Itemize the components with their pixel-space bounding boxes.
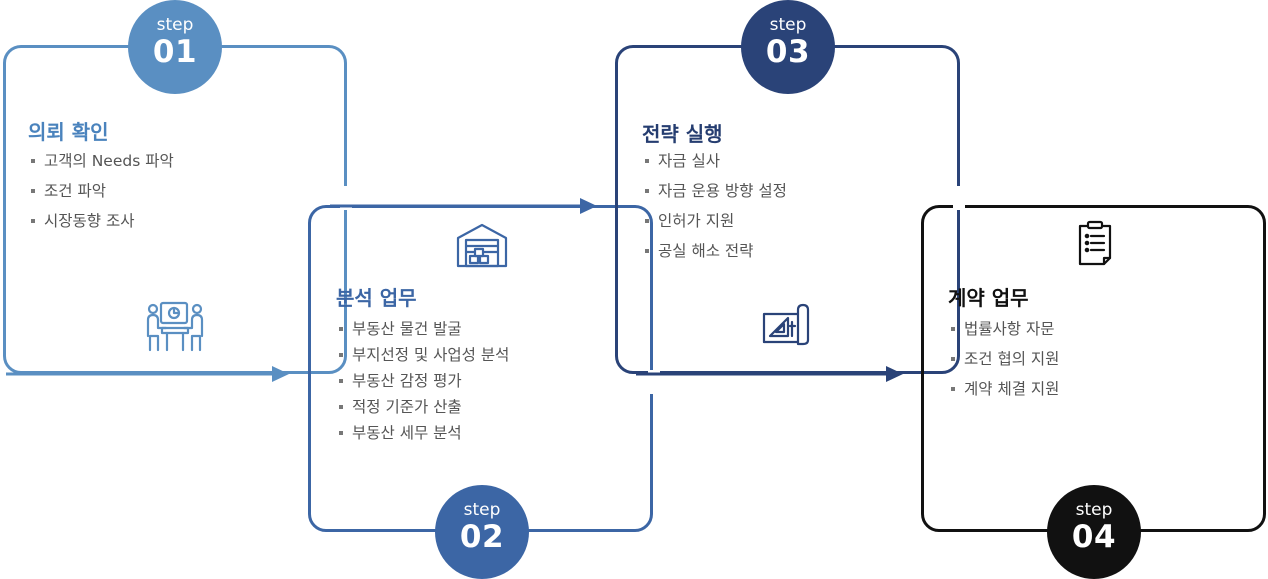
list-item: 계약 체결 지원 [951,374,1059,404]
list-item: 부동산 물건 발굴 [339,316,509,342]
arrow-step1-to-step2 [6,366,289,382]
step-02-badge: step 02 [435,485,529,579]
list-item: 조건 파악 [31,176,174,206]
step-02-list: 부동산 물건 발굴 부지선정 및 사업성 분석 부동산 감정 평가 적정 기준가… [339,316,509,446]
border-gap [953,186,965,210]
step-03-list: 자금 실사 자금 운용 방향 설정 인허가 지원 공실 해소 전략 [645,146,787,266]
list-item: 고객의 Needs 파악 [31,146,174,176]
step-label: step [156,15,194,35]
step-label: step [463,500,501,520]
list-item: 조건 협의 지원 [951,344,1059,374]
clipboard-icon [1078,220,1112,266]
list-item: 적정 기준가 산출 [339,394,509,420]
step-number: 02 [459,519,505,555]
warehouse-icon [456,223,508,268]
list-item: 부지선정 및 사업성 분석 [339,342,509,368]
list-item: 자금 실사 [645,146,787,176]
step-number: 04 [1071,519,1117,555]
step-03-title: 전략 실행 [642,122,723,146]
arrow-step2-to-step3 [330,198,597,214]
list-item: 시장동향 조사 [31,206,174,236]
list-item: 자금 운용 방향 설정 [645,176,787,206]
list-item: 공실 해소 전략 [645,236,787,266]
step-01-badge: step 01 [128,0,222,94]
list-item: 부동산 세무 분석 [339,420,509,446]
step-02-title: 분석 업무 [336,286,417,310]
arrow-step3-to-step4 [636,366,903,382]
border-gap [648,370,660,394]
step-number: 03 [765,34,811,70]
step-01-list: 고객의 Needs 파악 조건 파악 시장동향 조사 [31,146,174,236]
blueprint-icon [762,303,810,346]
step-04-title: 계약 업무 [948,286,1029,310]
border-gap [340,186,352,210]
step-label: step [769,15,807,35]
step-number: 01 [152,34,198,70]
meeting-icon [146,301,204,352]
list-item: 부동산 감정 평가 [339,368,509,394]
list-item: 인허가 지원 [645,206,787,236]
step-03-badge: step 03 [741,0,835,94]
step-label: step [1075,500,1113,520]
step-01-title: 의뢰 확인 [28,120,109,144]
step-04-badge: step 04 [1047,485,1141,579]
step-04-list: 법률사항 자문 조건 협의 지원 계약 체결 지원 [951,314,1059,404]
list-item: 법률사항 자문 [951,314,1059,344]
